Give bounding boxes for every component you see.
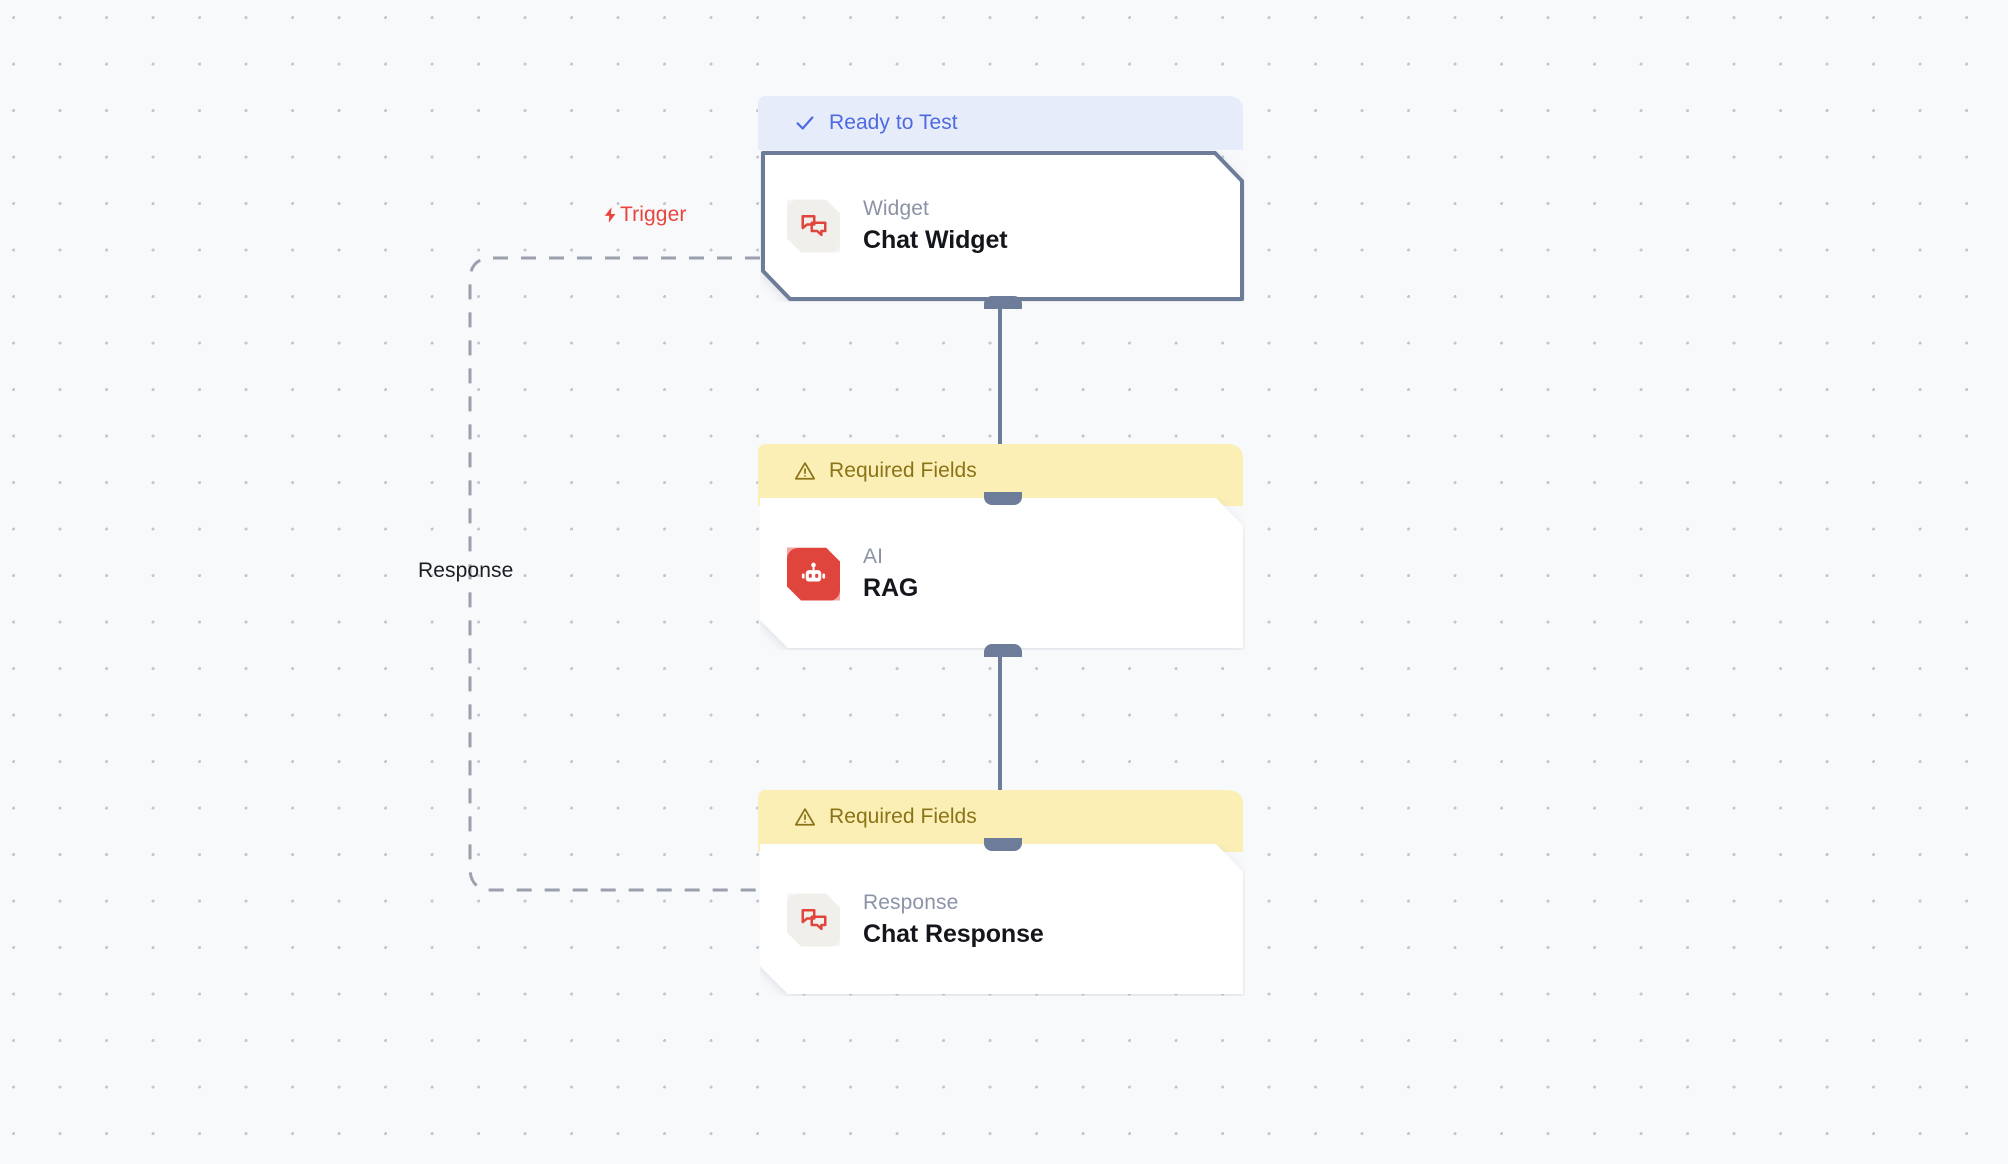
node-card-chat-widget[interactable]: Widget Chat Widget (760, 150, 1245, 309)
node-status-banner-required: Required Fields (758, 790, 1243, 852)
robot-icon (787, 548, 840, 601)
node-card-rag[interactable]: AI RAG (760, 492, 1245, 657)
card-shape-selected (761, 151, 1244, 301)
node-status-banner-ready: Ready to Test (758, 96, 1243, 150)
banner-shape (758, 444, 1243, 506)
edge-label-trigger: Trigger (602, 203, 686, 227)
node-chat-widget[interactable]: Ready to Test Widget Chat Widget (758, 96, 1245, 309)
node-title-label: Chat Response (863, 920, 1044, 948)
node-card-chat-response[interactable]: Response Chat Response (760, 838, 1245, 996)
node-status-text: Ready to Test (829, 111, 958, 134)
connection-handle-source[interactable] (983, 644, 1022, 657)
card-shape (760, 844, 1243, 994)
card-shape (760, 498, 1243, 648)
node-rag[interactable]: Required Fields (758, 444, 1245, 657)
edge-label-trigger-text: Trigger (620, 203, 687, 226)
chat-bubbles-icon (787, 894, 840, 947)
check-icon (794, 112, 816, 134)
node-status-text: Required Fields (829, 805, 977, 828)
banner-shape (758, 96, 1243, 150)
connection-handle-source[interactable] (983, 296, 1022, 309)
edge-label-response-text: Response (418, 559, 514, 582)
warning-triangle-icon (794, 806, 816, 828)
warning-triangle-icon (794, 460, 816, 482)
node-title-label: Chat Widget (863, 226, 1008, 254)
lightning-bolt-icon (602, 204, 619, 226)
connection-handle-target[interactable] (983, 838, 1022, 851)
node-status-banner-required: Required Fields (758, 444, 1243, 506)
node-chat-response[interactable]: Required Fields Response Chat Response (758, 790, 1245, 996)
chat-bubbles-icon (787, 200, 840, 253)
edge-label-response: Response (418, 559, 513, 583)
node-title-label: RAG (863, 574, 919, 602)
node-kind-label: Response (863, 890, 959, 914)
connection-handle-target[interactable] (983, 492, 1022, 505)
node-kind-label: AI (863, 544, 884, 568)
edge-trigger-response-path (468, 256, 760, 892)
node-kind-label: Widget (863, 196, 929, 220)
node-status-text: Required Fields (829, 459, 977, 482)
banner-shape (758, 790, 1243, 852)
